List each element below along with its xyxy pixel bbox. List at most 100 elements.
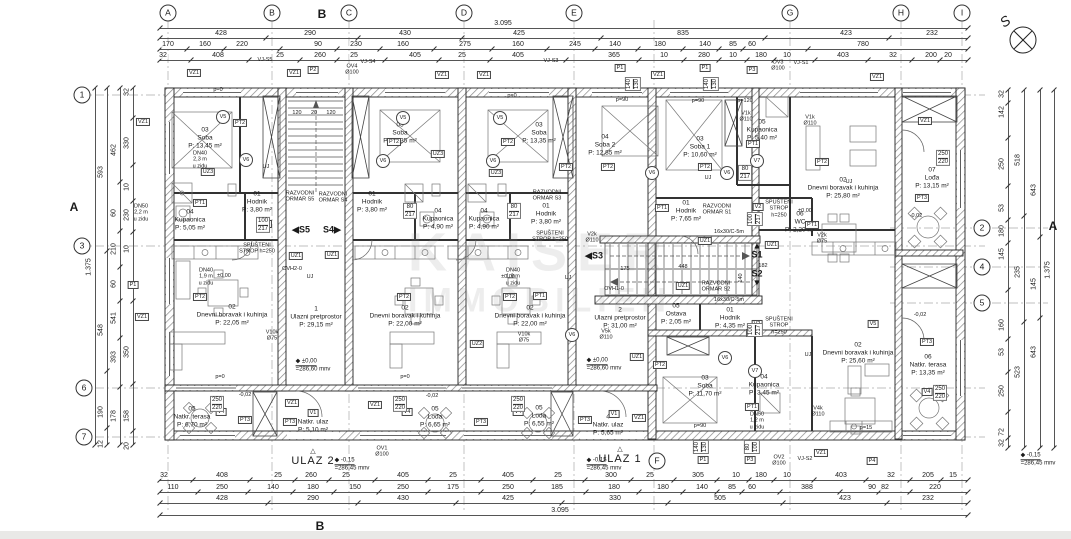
dimension-value: 3.095: [550, 507, 570, 514]
room-label: 05 Natkr. terasa P: 6,70 m²: [173, 405, 211, 428]
room-label: 02 Dnevni boravak i kuhinja P: 25,60 m²: [822, 341, 894, 364]
dimension-value: 365: [607, 52, 621, 59]
windows: [166, 89, 964, 439]
element-tag-p2: P2: [307, 65, 319, 75]
dimension-value: 20: [943, 52, 953, 59]
room-label: 01 Hodnik P: 4,35 m²: [715, 306, 745, 329]
elevation-marker: ◆ -0,15 =286,45 mnv: [1020, 452, 1056, 467]
plan-note: p=120: [737, 97, 753, 104]
dimension-line: [133, 88, 134, 445]
element-tag-v1: V1: [307, 408, 319, 418]
dimension-value: 10: [782, 472, 792, 479]
element-tag-pt1: PT1: [192, 198, 208, 208]
dimension-line: [160, 480, 968, 481]
plan-note: 16x30/C-5m: [714, 228, 744, 235]
dimension-value: 330: [608, 495, 622, 502]
vent-tag-v6: V6: [565, 328, 579, 342]
dimension-value: 85: [728, 41, 738, 48]
dimension-value: 405: [408, 52, 422, 59]
plan-note: p=90: [615, 96, 629, 103]
room-label: 02 Dnevni boravak i kuhinja P: 25,80 m²: [807, 176, 879, 199]
vent-tag-v6: V6: [720, 166, 734, 180]
element-tag-pt3: PT3: [237, 415, 253, 425]
dimension-value: 90: [867, 484, 877, 491]
section-letter-a: A: [69, 200, 79, 214]
dimension-value: 232: [925, 30, 939, 37]
axis-bubble-7: 7: [75, 428, 93, 446]
plan-note: V10k Ø75: [517, 331, 531, 344]
axis-bubble-5: 5: [973, 294, 991, 312]
plan-note: OVH2-0: [282, 265, 302, 272]
element-tag-v1: V1: [608, 409, 620, 419]
dimension-value: 518: [1014, 154, 1022, 166]
dimension-value: 32: [888, 52, 898, 59]
entrance-label: △ULAZ 1: [598, 446, 642, 465]
partitions: [174, 97, 895, 431]
room-label: 04 Kupaonica P: 4,90 m²: [422, 207, 454, 230]
plan-note: 20: [310, 109, 318, 116]
dimension-value: 32: [123, 88, 131, 96]
plan-note: UJ: [564, 274, 572, 281]
plan-note: VJ-S2: [797, 455, 813, 462]
element-tag-pt1: PT1: [804, 220, 820, 230]
door-arcs: [231, 129, 925, 418]
element-tag-pt2: PT2: [502, 292, 518, 302]
element-tag-vz1: VZ1: [367, 400, 383, 410]
room-label: 01 Hodnik P: 3,80 m²: [357, 190, 387, 213]
room-label: 04 Kupaonica P: 4,90 m²: [468, 207, 500, 230]
element-tag-pt2: PT2: [814, 157, 830, 167]
dimension-value: 275: [458, 41, 472, 48]
element-tag-pt1: PT1: [744, 402, 760, 412]
plan-note: DN50 2,2 m u zidu: [133, 203, 149, 223]
element-tag-p3: P3: [744, 455, 756, 465]
room-label: 2 Ulazni pretprostor P: 31,00 m²: [594, 306, 646, 329]
plan-note: 120: [326, 109, 336, 116]
dimension-value: 140: [695, 484, 709, 491]
compass-label: S: [997, 12, 1014, 31]
dimension-value: 160: [396, 41, 410, 48]
room-label: 07 Lođa P: 13,15 m²: [915, 166, 949, 189]
dimension-value: 260: [304, 472, 318, 479]
dimension-value: 180: [754, 52, 768, 59]
plan-note: DN40 1,9 m u zidu: [505, 267, 521, 287]
room-label: 05 Ostava P: 2,05 m²: [661, 302, 691, 325]
element-tag-uz1: UZ1: [629, 352, 645, 362]
dimension-value: 388: [800, 484, 814, 491]
element-tag-pt3: PT3: [577, 415, 593, 425]
elevation-marker: ◆ -0,15 =286,45 mnv: [586, 457, 622, 472]
section-letter-b: B: [315, 519, 325, 533]
dimension-value: 462: [110, 144, 118, 156]
dimension-value: 423: [839, 30, 853, 37]
dimension-value: 180: [653, 41, 667, 48]
dimension-value: 32: [886, 472, 896, 479]
plan-note: ±0,00: [798, 207, 812, 214]
element-tag-uz3: UZ3: [488, 168, 504, 178]
dimension-value: 290: [306, 495, 320, 502]
compass: S: [997, 12, 1037, 54]
dimension-value: 25: [273, 472, 283, 479]
dimension-value: 210: [110, 243, 118, 255]
room-label: 04 Soba 2 P: 12,85 m²: [588, 133, 622, 156]
dimension-value: 643: [1030, 346, 1038, 358]
plan-note: -0,02: [913, 311, 927, 318]
dimension-value: 142: [998, 106, 1006, 118]
dimension-value: 541: [110, 312, 118, 324]
bottom-strip: [0, 531, 1071, 539]
dimension-value: 32: [158, 52, 168, 59]
dimension-value: 250: [215, 484, 229, 491]
dimension-value: 280: [697, 52, 711, 59]
element-tag-uz1: UZ1: [697, 236, 713, 246]
plan-note: SPUŠTENI STROP h=250: [239, 242, 275, 255]
dimension-value: 10: [728, 52, 738, 59]
dimension-value: 15: [948, 472, 958, 479]
stair-main: [604, 242, 758, 296]
elevation-marker: ◆ ±0,00 =286,60 mnv: [295, 358, 331, 373]
plan-note: 175: [620, 265, 630, 272]
axis-bubble-I: I: [953, 4, 971, 22]
